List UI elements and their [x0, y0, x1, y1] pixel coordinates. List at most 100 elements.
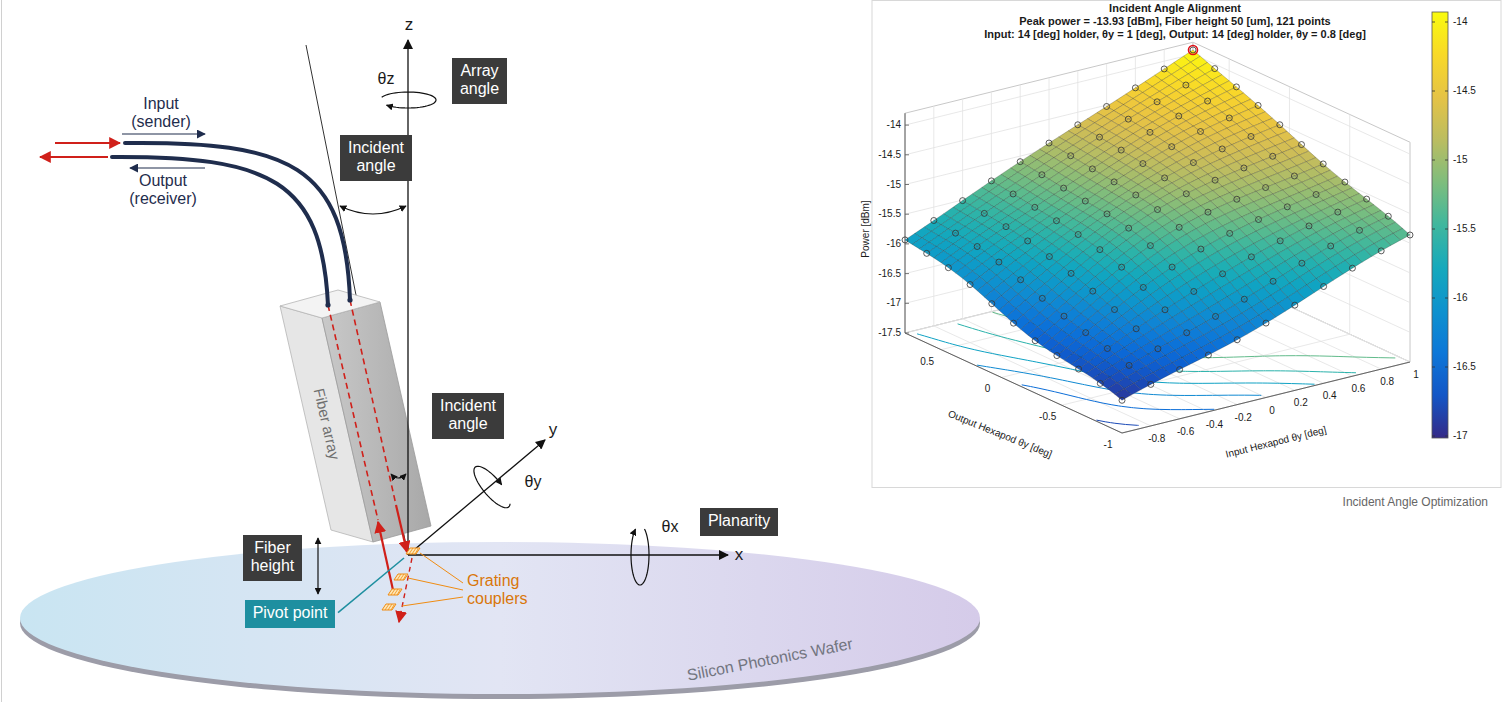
measure-point	[1104, 211, 1110, 217]
grid-line	[1193, 203, 1410, 303]
measure-point	[1299, 260, 1305, 266]
tick-label: -15.5	[878, 208, 901, 220]
measure-point	[1349, 265, 1355, 271]
height-arrow	[317, 538, 318, 594]
measure-point	[1140, 161, 1146, 167]
measure-point	[1335, 209, 1341, 215]
measure-point	[1277, 238, 1283, 244]
measure-point	[1082, 198, 1088, 204]
measure-point	[1212, 177, 1218, 183]
label-tag: Planarity	[700, 508, 778, 536]
measure-point	[1248, 254, 1254, 260]
measure-point	[1112, 307, 1118, 313]
grating-hatch	[409, 548, 418, 554]
measure-point	[1075, 122, 1081, 128]
measure-point	[1357, 227, 1363, 233]
axis-title: Output Hexapod θy [deg]	[946, 408, 1053, 460]
measure-point	[1255, 102, 1261, 108]
setup-illustration	[2, 0, 981, 702]
measure-point	[1147, 129, 1153, 135]
measure-point	[1161, 66, 1167, 72]
tick-mark	[905, 333, 909, 334]
grid-line	[1193, 262, 1410, 362]
tick-label: -17	[1453, 430, 1467, 442]
tick-label: -16.5	[878, 268, 901, 280]
measure-point	[1233, 84, 1239, 90]
measure-point	[1097, 134, 1103, 140]
surface	[905, 50, 1410, 400]
fiber-core	[350, 300, 396, 505]
output-beam	[378, 522, 393, 590]
input-beam	[396, 505, 407, 552]
measure-point	[1183, 191, 1189, 197]
surface-plot	[872, 1, 1501, 488]
tag-text: Pivot point	[253, 604, 328, 622]
measure-point	[1039, 295, 1045, 301]
measure-point	[1148, 381, 1154, 387]
tick-label: 0.2	[1294, 398, 1308, 410]
measure-point	[1068, 153, 1074, 159]
tag-text: Planarity	[708, 512, 770, 530]
light-arrow	[40, 156, 108, 158]
tick-mark	[1432, 436, 1448, 437]
grating-coupler	[388, 589, 402, 595]
measure-point	[1291, 173, 1297, 179]
axis-letter: x	[735, 545, 744, 565]
measure-point	[1213, 313, 1219, 319]
measure-point	[1046, 140, 1052, 146]
grid-line	[1410, 142, 1411, 362]
plot-title: Input: 14 [deg] holder, θy = 1 [deg], Ou…	[984, 28, 1366, 41]
rotation-arrow	[631, 529, 649, 585]
measure-point	[1220, 271, 1226, 277]
measure-point	[1328, 243, 1334, 249]
tick-label: 0.5	[920, 356, 934, 368]
measure-point	[953, 230, 959, 236]
measure-point	[1234, 337, 1240, 343]
measure-point	[1025, 238, 1031, 244]
grid-line	[905, 203, 1193, 274]
measure-point	[1132, 85, 1138, 91]
measure-point	[1263, 320, 1269, 326]
measure-point	[1017, 159, 1023, 165]
grid-line	[905, 173, 1193, 244]
measure-point	[1342, 179, 1348, 185]
grid-line	[1193, 173, 1410, 273]
measure-point	[1010, 191, 1016, 197]
measure-point	[1126, 225, 1132, 231]
rotation-label: θz	[378, 70, 395, 88]
tick-label: 0.6	[1351, 383, 1365, 395]
measure-point	[981, 210, 987, 216]
measure-point	[1090, 288, 1096, 294]
grid-line	[1020, 305, 1237, 405]
measure-point	[1407, 232, 1413, 238]
tag-text: Incident angle	[440, 397, 496, 434]
measure-point	[1162, 175, 1168, 181]
measure-point	[1133, 192, 1139, 198]
tick-label: 0	[1269, 405, 1275, 417]
grid-line	[1001, 306, 1289, 377]
grating-hatch	[397, 574, 406, 580]
measure-point	[1205, 98, 1211, 104]
measure-point	[1176, 224, 1182, 230]
grid-line	[941, 279, 1229, 350]
grid-line	[1107, 283, 1324, 383]
measure-point	[1299, 142, 1305, 148]
tick-label: -16	[1453, 292, 1467, 304]
tag-text: Array angle	[460, 62, 499, 99]
measure-point	[1154, 99, 1160, 105]
plot-title: Incident Angle Alignment	[1109, 2, 1241, 15]
tick-label: -16	[887, 238, 901, 250]
measure-point	[1032, 204, 1038, 210]
measure-point	[1119, 264, 1125, 270]
fiber-end	[325, 302, 330, 307]
angle-arc	[340, 206, 406, 214]
measure-point	[1277, 122, 1283, 128]
grating-coupler	[394, 574, 408, 580]
label-tag: Fiber height	[243, 535, 302, 581]
plot-wall	[905, 42, 1193, 333]
tick-mark	[1432, 229, 1448, 230]
measure-point	[1190, 47, 1196, 53]
measure-points	[902, 47, 1413, 403]
tick-mark	[1432, 298, 1448, 299]
tick-label: 0	[985, 384, 991, 396]
